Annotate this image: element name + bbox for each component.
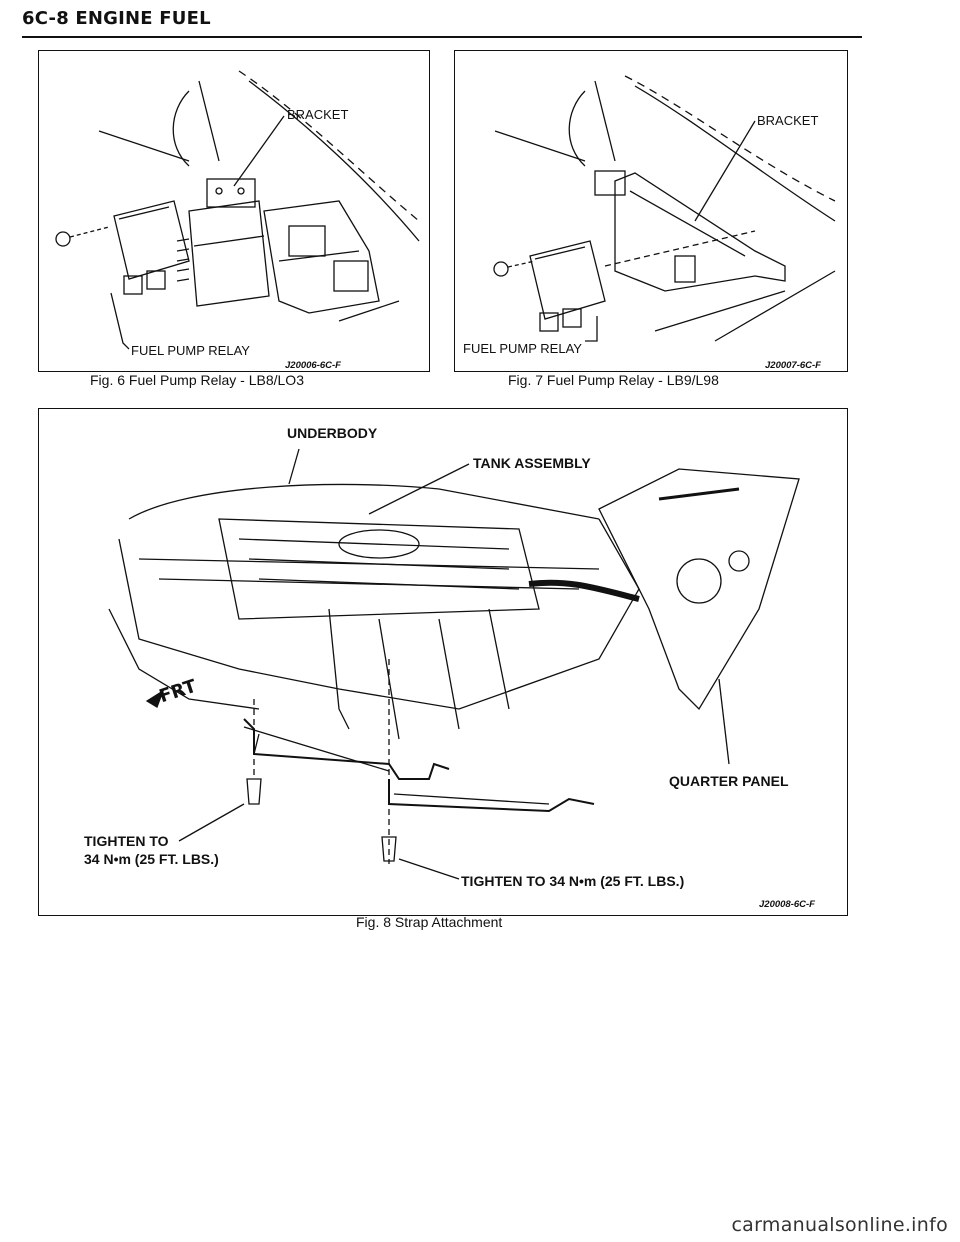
fig8-underbody-label: UNDERBODY bbox=[287, 425, 378, 441]
fig8-tighten-left-1: TIGHTEN TO bbox=[84, 833, 169, 849]
watermark: carmanualsonline.info bbox=[731, 1214, 948, 1236]
fig8-tighten-left-2: 34 N•m (25 FT. LBS.) bbox=[84, 851, 219, 867]
fig6-code: J20006-6C-F bbox=[285, 360, 341, 371]
fig8-code: J20008-6C-F bbox=[759, 899, 815, 910]
figure-8: UNDERBODY TANK ASSEMBLY QUARTER PANEL FR… bbox=[38, 408, 848, 916]
fig8-tighten-right: TIGHTEN TO 34 N•m (25 FT. LBS.) bbox=[461, 873, 685, 889]
fig7-code: J20007-6C-F bbox=[765, 360, 821, 371]
header-rule bbox=[22, 36, 862, 38]
fig6-drawing bbox=[55, 70, 420, 350]
page-header: 6C-8 ENGINE FUEL bbox=[22, 8, 211, 29]
fig6-bracket-label: BRACKET bbox=[287, 107, 349, 122]
fig8-quarter-panel-label: QUARTER PANEL bbox=[669, 773, 789, 789]
fig6-caption: Fig. 6 Fuel Pump Relay - LB8/LO3 bbox=[90, 372, 304, 388]
fig8-caption: Fig. 8 Strap Attachment bbox=[356, 914, 503, 930]
fig7-drawing bbox=[493, 75, 836, 342]
fig7-caption: Fig. 7 Fuel Pump Relay - LB9/L98 bbox=[508, 372, 719, 388]
figure-6: BRACKET FUEL PUMP RELAY J20006-6C-F bbox=[38, 50, 430, 372]
fig7-bracket-label: BRACKET bbox=[757, 113, 819, 128]
figure-7: BRACKET FUEL PUMP RELAY J20007-6C-F bbox=[454, 50, 848, 372]
fig6-relay-label: FUEL PUMP RELAY bbox=[131, 343, 250, 358]
fig7-relay-label: FUEL PUMP RELAY bbox=[463, 341, 582, 356]
fig8-tank-label: TANK ASSEMBLY bbox=[473, 455, 591, 471]
fig8-drawing bbox=[108, 448, 800, 880]
